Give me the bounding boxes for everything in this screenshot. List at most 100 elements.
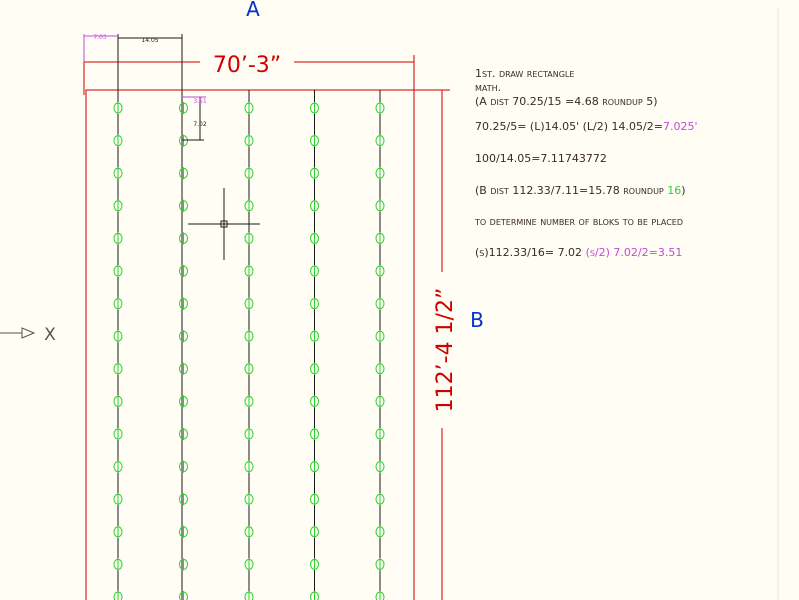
crosshair-cursor-icon [188,188,260,260]
half-spacing-dim-text: 7.03 [93,34,107,41]
width-dimension-text: 70’-3” [213,53,281,78]
block-icon [179,395,188,408]
block-icon [310,558,319,571]
label-b: B [470,308,484,332]
block-icon [113,167,123,180]
block-icon [244,493,254,506]
note-line-4-highlight: 7.025' [662,120,698,133]
block-icon [375,199,385,212]
note-line-4: 70.25/5= (L)14.05' (L/2) 14.05/2=7.025' [475,120,697,134]
block-icon [179,297,188,310]
block-icon [244,134,254,147]
axis-x-label: X [44,325,56,345]
block-icon [310,102,319,114]
block-icon [113,591,123,600]
block-icon [375,167,385,180]
block-icon [179,525,188,538]
block-icon [375,232,385,245]
ucs-axis-icon [0,327,36,339]
block-icon [310,297,319,310]
block-icon [113,330,123,343]
note-line-6-highlight: 16 [667,184,682,197]
block-icon [179,232,188,245]
block-icon [113,102,123,114]
block-icon [375,134,385,147]
block-icon [179,134,188,147]
block-icon [244,395,254,408]
block-icon [310,428,319,440]
block-icon [375,591,385,600]
block-icon [375,330,385,343]
height-dimension-text: 112’-4 1/2” [433,288,458,413]
block-icon [113,460,123,473]
block-icon [310,232,319,245]
block-icon [244,297,254,310]
note-line-8-highlight: (s/2) 7.02/2=3.51 [585,246,683,259]
calculation-notes: 1st. draw rectangle math. (A dist 70.25/… [475,67,697,260]
label-a: A [246,0,260,21]
block-icon [375,460,385,473]
block-icon [113,199,123,212]
block-icon [113,493,123,506]
block-icon [310,460,319,473]
block-icon [375,297,385,310]
block-icon [244,460,254,473]
block-icon [244,525,254,538]
block-icon [310,134,319,147]
block-icon [375,362,385,375]
block-icon [113,395,123,408]
block-grid [113,102,385,600]
block-icon [179,167,188,180]
block-icon [375,265,385,277]
note-line-5: 100/14.05=7.11743772 [475,152,607,165]
block-icon [113,362,123,375]
block-icon [179,199,188,212]
block-icon [179,265,188,277]
block-icon [244,232,254,245]
vertical-spacing-text: 7.02 [193,121,207,128]
block-icon [375,428,385,440]
block-icon [179,428,188,440]
note-line-1: 1st. draw rectangle [475,67,575,80]
block-icon [244,428,254,440]
block-icon [310,362,319,375]
block-icon [244,102,254,114]
block-icon [310,265,319,277]
site-rectangle [85,89,415,600]
block-icon [244,265,254,277]
block-icon [244,558,254,571]
block-icon [113,232,123,245]
note-line-2: math. [475,81,502,94]
block-icon [179,558,188,571]
block-icon [375,395,385,408]
note-line-4-text: 70.25/5= (L)14.05' (L/2) 14.05/2= [475,120,663,133]
block-icon [113,558,123,571]
block-icon [375,525,385,538]
block-icon [179,330,188,343]
note-line-6-text: (B dist 112.33/7.11=15.78 roundup [475,184,668,197]
block-icon [179,102,188,114]
block-icon [310,525,319,538]
block-icon [310,395,319,408]
block-icon [113,297,123,310]
block-icon [244,199,254,212]
spacing-dim-text: 14.05 [141,37,158,44]
block-icon [179,591,188,600]
block-icon [310,493,319,506]
note-line-7: to determine number of bloks to be place… [475,215,684,228]
block-icon [310,591,319,600]
block-icon [310,199,319,212]
block-icon [113,428,123,440]
note-line-6-end: ) [681,184,686,197]
block-icon [244,362,254,375]
block-icon [244,591,254,600]
block-icon [375,493,385,506]
width-label-bg [200,52,294,74]
note-line-8-text: (s)112.33/16= 7.02 [475,246,586,259]
height-label-bg [430,272,454,428]
block-icon [244,167,254,180]
block-icon [113,134,123,147]
vertical-half-text: 3.51 [193,98,207,105]
